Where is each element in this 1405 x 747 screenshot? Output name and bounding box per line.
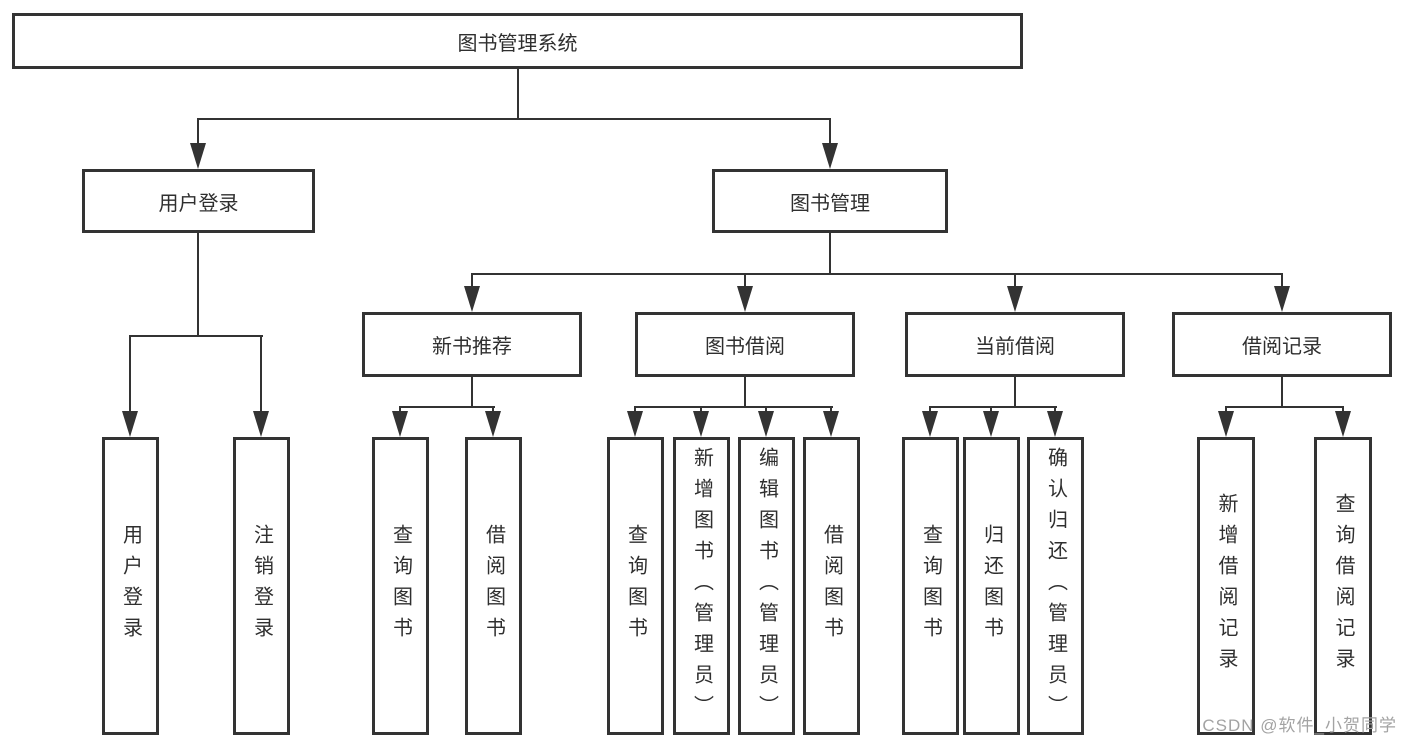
connector-line [634, 406, 833, 408]
connector-line [471, 273, 1283, 275]
arrow-down-icon [823, 411, 839, 437]
arrow-down-icon [1007, 286, 1023, 312]
node-label: 借阅记录 [1242, 336, 1322, 358]
node-query-books-current: 查询图书 [902, 437, 959, 735]
arrow-down-icon [1274, 286, 1290, 312]
connector-line [471, 377, 473, 408]
node-label: 查询图书 [919, 524, 942, 648]
node-label: 用户登录 [119, 524, 142, 648]
node-logout: 注销登录 [233, 437, 290, 735]
connector-line [399, 406, 401, 413]
arrow-down-icon [737, 286, 753, 312]
connector-line [829, 118, 831, 146]
node-library-management-system: 图书管理系统 [12, 13, 1023, 69]
node-label: 确认归还（管理员） [1044, 446, 1067, 726]
connector-line [1281, 377, 1283, 408]
arrow-down-icon [190, 143, 206, 169]
arrow-down-icon [464, 286, 480, 312]
node-add-borrow-record: 新增借阅记录 [1197, 437, 1255, 735]
node-label: 注销登录 [250, 524, 273, 648]
connector-line [471, 273, 473, 288]
connector-line [1225, 406, 1227, 413]
arrow-down-icon [983, 411, 999, 437]
node-book-management: 图书管理 [712, 169, 948, 233]
connector-line [1054, 406, 1056, 413]
connector-line [197, 233, 199, 337]
node-label: 编辑图书（管理员） [755, 446, 778, 726]
node-borrowing-records: 借阅记录 [1172, 312, 1392, 377]
connector-line [260, 335, 262, 413]
arrow-down-icon [822, 143, 838, 169]
watermark: CSDN @软件_小贺同学 [1202, 716, 1397, 735]
arrow-down-icon [1335, 411, 1351, 437]
arrow-down-icon [392, 411, 408, 437]
node-label: 查询图书 [389, 524, 412, 648]
arrow-down-icon [922, 411, 938, 437]
arrow-down-icon [693, 411, 709, 437]
node-label: 借阅图书 [482, 524, 505, 648]
connector-line [700, 406, 702, 413]
connector-line [744, 377, 746, 408]
arrow-down-icon [122, 411, 138, 437]
node-borrow-books-recommend: 借阅图书 [465, 437, 522, 735]
node-label: 查询借阅记录 [1332, 493, 1354, 679]
node-query-books-borrowing: 查询图书 [607, 437, 664, 735]
connector-line [929, 406, 931, 413]
connector-line [1014, 377, 1016, 408]
node-label: 借阅图书 [820, 524, 843, 648]
connector-line [744, 273, 746, 288]
node-label: 用户登录 [158, 192, 239, 215]
node-label: 当前借阅 [975, 336, 1055, 358]
connector-line [492, 406, 494, 413]
node-label: 图书管理 [790, 192, 870, 215]
connector-line [1342, 406, 1344, 413]
node-user-login-leaf: 用户登录 [102, 437, 159, 735]
connector-line [990, 406, 992, 413]
node-query-books-recommend: 查询图书 [372, 437, 429, 735]
node-label: 归还图书 [980, 524, 1003, 648]
node-query-borrow-record: 查询借阅记录 [1314, 437, 1372, 735]
arrow-down-icon [1047, 411, 1063, 437]
node-label: 图书管理系统 [457, 32, 578, 55]
connector-line [197, 118, 199, 146]
arrow-down-icon [758, 411, 774, 437]
connector-line [129, 335, 131, 413]
node-edit-books-admin: 编辑图书（管理员） [738, 437, 795, 735]
node-new-book-recommendation: 新书推荐 [362, 312, 582, 377]
arrow-down-icon [485, 411, 501, 437]
connector-line [1014, 273, 1016, 288]
arrow-down-icon [1218, 411, 1234, 437]
node-borrow-books: 借阅图书 [803, 437, 860, 735]
node-label: 新增图书（管理员） [690, 446, 713, 726]
node-current-borrowing: 当前借阅 [905, 312, 1125, 377]
connector-line [197, 118, 831, 120]
node-add-books-admin: 新增图书（管理员） [673, 437, 730, 735]
node-label: 新书推荐 [432, 336, 512, 358]
node-label: 图书借阅 [705, 336, 785, 358]
connector-line [765, 406, 767, 413]
connector-line [399, 406, 495, 408]
node-confirm-return-admin: 确认归还（管理员） [1027, 437, 1084, 735]
connector-line [929, 406, 1057, 408]
connector-line [829, 233, 831, 275]
connector-line [129, 335, 263, 337]
node-return-books: 归还图书 [963, 437, 1020, 735]
arrow-down-icon [627, 411, 643, 437]
node-user-login: 用户登录 [82, 169, 315, 233]
connector-line [634, 406, 636, 413]
node-label: 查询图书 [624, 524, 647, 648]
node-label: 新增借阅记录 [1215, 493, 1237, 679]
connector-line [517, 69, 519, 120]
arrow-down-icon [253, 411, 269, 437]
connector-line [1281, 273, 1283, 288]
node-book-borrowing: 图书借阅 [635, 312, 855, 377]
connector-line [830, 406, 832, 413]
connector-line [1225, 406, 1344, 408]
